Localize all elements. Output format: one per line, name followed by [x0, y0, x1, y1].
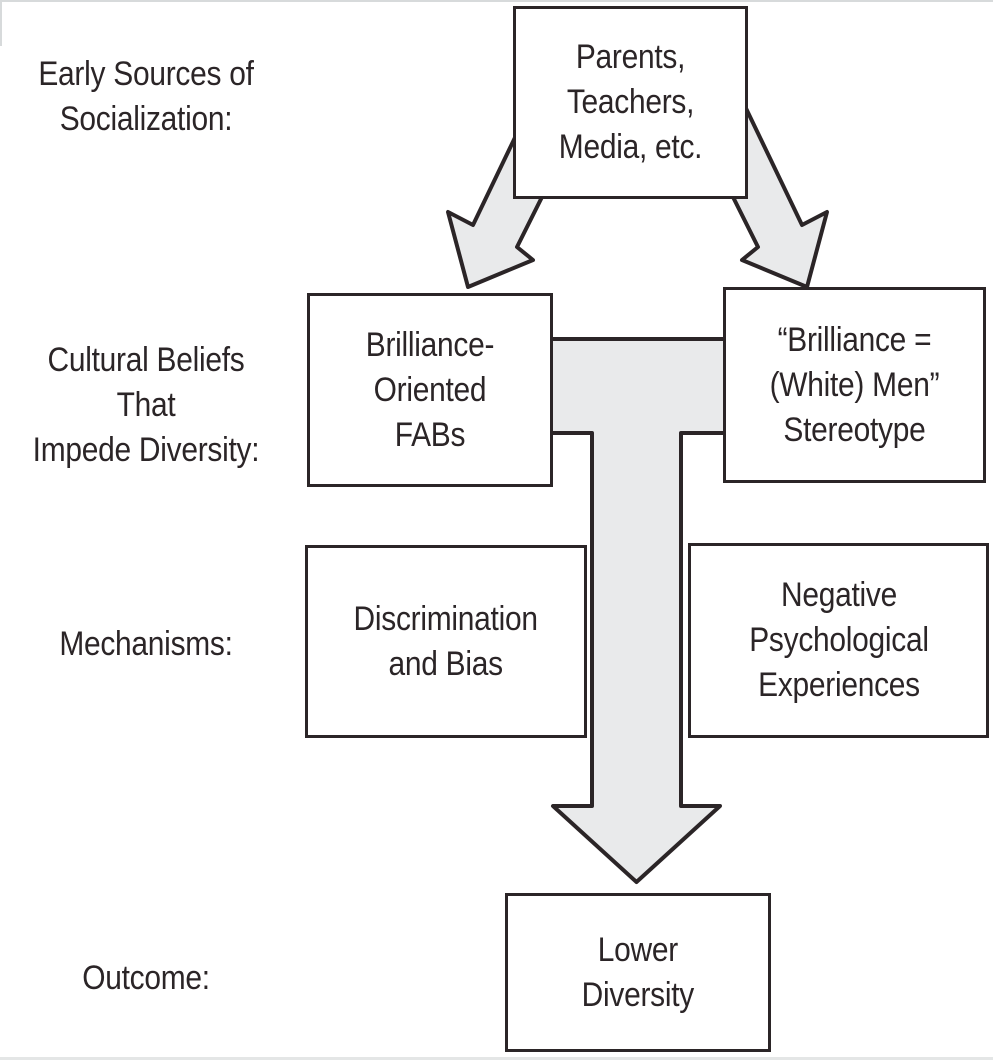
- node-line: Lower: [597, 930, 679, 969]
- row-label-text: Cultural Beliefs That Impede Diversity:: [18, 338, 275, 473]
- node-negative-psychological-experiences: Negative Psychological Experiences: [688, 543, 989, 738]
- node-line: FABs: [394, 415, 466, 454]
- node-line: and Bias: [388, 644, 504, 683]
- row-label-line: Socialization:: [59, 100, 233, 138]
- node-lower-diversity: Lower Diversity: [505, 893, 771, 1052]
- node-line: Psychological: [748, 621, 929, 659]
- node-brilliance-white-men-stereotype: “Brilliance = (White) Men” Stereotype: [723, 287, 986, 483]
- node-line: Stereotype: [783, 410, 926, 449]
- row-label-line: Early Sources of: [38, 55, 254, 93]
- node-text: Negative Psychological Experiences: [749, 573, 929, 708]
- node-line: Parents,: [575, 38, 686, 76]
- node-line: (White) Men”: [769, 365, 940, 404]
- node-line: Oriented: [373, 370, 487, 409]
- node-line: Discrimination: [353, 599, 539, 638]
- row-label-line: Impede Diversity:: [32, 431, 260, 469]
- node-text: Parents, Teachers, Media, etc.: [558, 35, 703, 170]
- row-label-early-sources: Early Sources of Socialization:: [0, 52, 292, 142]
- row-label-text: Mechanisms:: [18, 622, 275, 667]
- node-line: Diversity: [581, 975, 695, 1014]
- node-line: Negative: [780, 576, 897, 614]
- node-line: Experiences: [757, 666, 920, 704]
- row-label-mechanisms: Mechanisms:: [0, 622, 292, 667]
- node-text: Discrimination and Bias: [354, 597, 538, 687]
- node-line: “Brilliance =: [777, 320, 932, 359]
- node-discrimination-and-bias: Discrimination and Bias: [305, 545, 587, 738]
- node-line: Teachers,: [566, 83, 695, 121]
- row-label-cultural-beliefs: Cultural Beliefs That Impede Diversity:: [0, 338, 292, 473]
- row-label-outcome: Outcome:: [0, 956, 292, 1001]
- node-brilliance-oriented-fabs: Brilliance- Oriented FABs: [307, 293, 553, 487]
- node-text: Brilliance- Oriented FABs: [365, 323, 495, 458]
- node-text: “Brilliance = (White) Men” Stereotype: [770, 318, 940, 453]
- node-parents-teachers-media: Parents, Teachers, Media, etc.: [513, 6, 748, 199]
- node-line: Media, etc.: [558, 128, 703, 166]
- node-text: Lower Diversity: [581, 928, 695, 1018]
- row-label-line: Outcome:: [82, 959, 210, 997]
- row-label-line: Mechanisms:: [59, 625, 233, 663]
- row-label-line: Cultural Beliefs That: [47, 341, 245, 424]
- row-label-text: Early Sources of Socialization:: [18, 52, 275, 142]
- node-line: Brilliance-: [365, 325, 495, 364]
- row-label-text: Outcome:: [18, 956, 275, 1001]
